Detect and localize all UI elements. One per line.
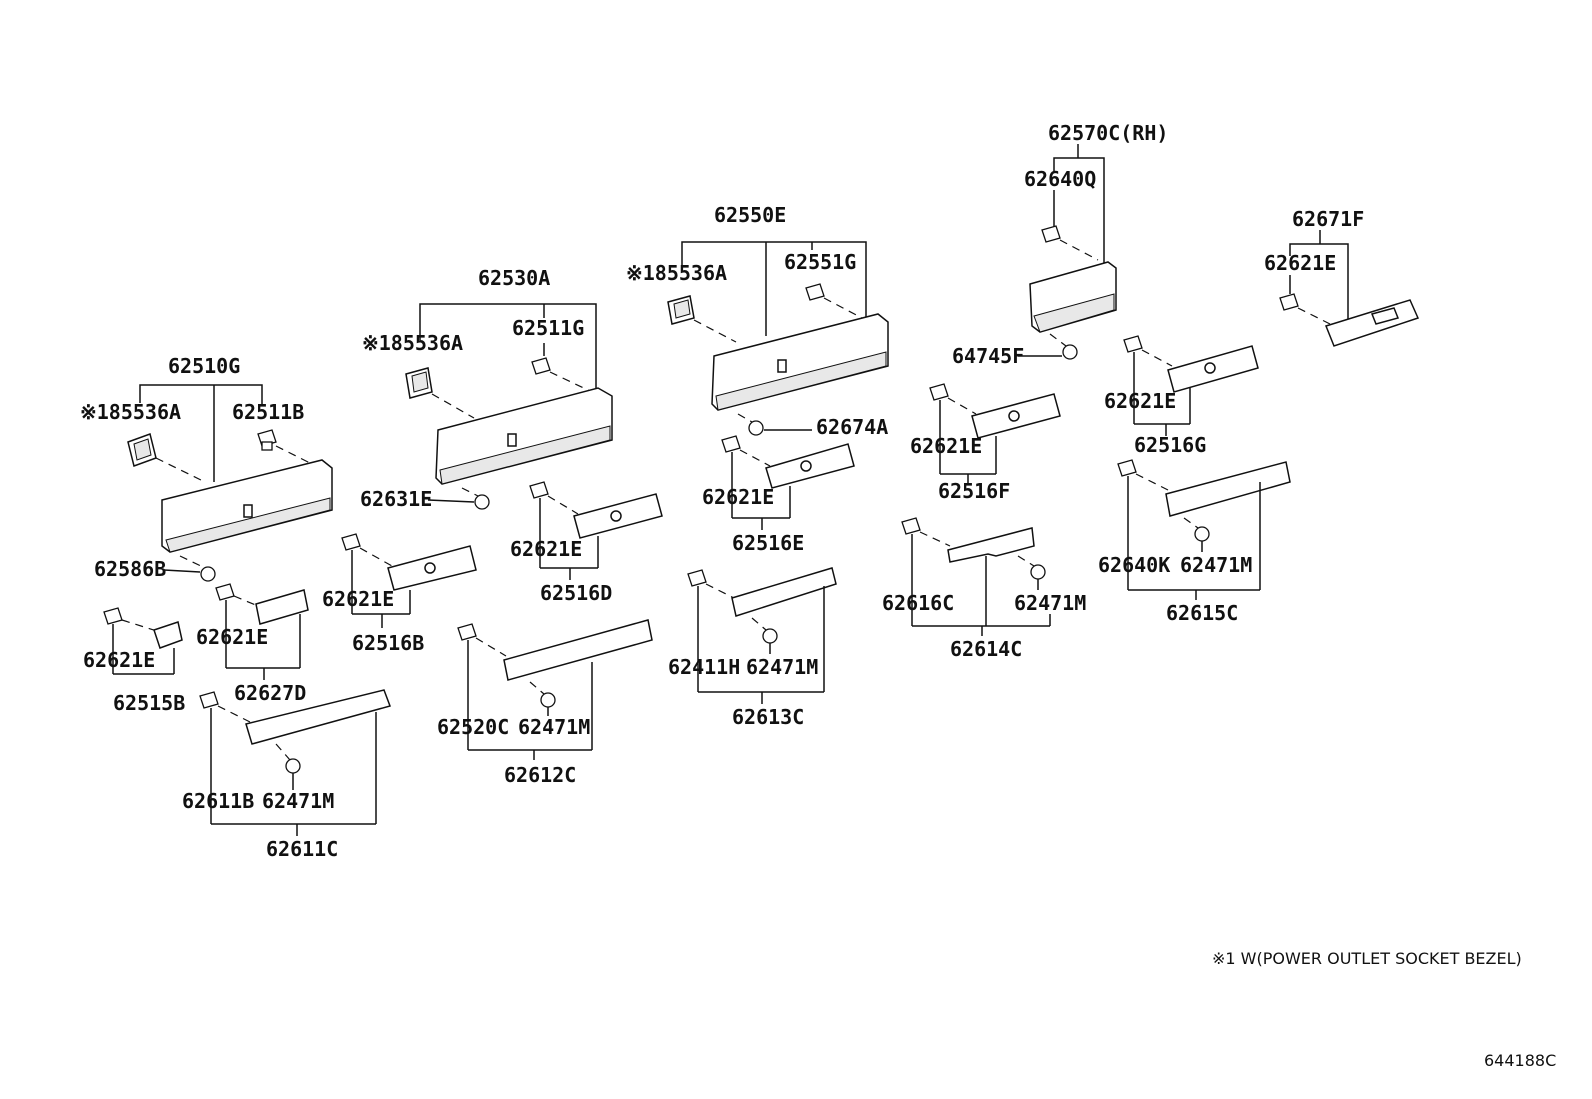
socket-bezel-part — [667, 295, 695, 325]
label-62516G: 62516G — [1134, 433, 1206, 457]
label-62611B: 62611B — [182, 789, 254, 813]
group-62612C: 62520C 62471M 62612C — [437, 619, 653, 787]
group-62550E: 62550E ※185536A 62551G 62674A — [626, 203, 889, 439]
label-62586B: 62586B — [94, 557, 166, 581]
label-62530A: 62530A — [478, 266, 550, 290]
label-62621E-a: 62621E — [83, 648, 155, 672]
label-62621E-b: 62621E — [196, 625, 268, 649]
label-62613C: 62613C — [732, 705, 804, 729]
label-62631E: 62631E — [360, 487, 432, 511]
label-62550E: 62550E — [714, 203, 786, 227]
label-62674A: 62674A — [816, 415, 888, 439]
label-62511B: 62511B — [232, 400, 304, 424]
label-62516E: 62516E — [732, 531, 804, 555]
clip-part — [257, 429, 277, 451]
label-62471M-a: 62471M — [262, 789, 334, 813]
group-62613C: 62411H 62471M 62613C — [668, 567, 837, 729]
group-62614C: 62616C 62471M 62614C — [882, 517, 1086, 661]
group-62516E: 62621E 62516E — [702, 435, 855, 555]
label-62510G: 62510G — [168, 354, 240, 378]
label-62551G: 62551G — [784, 250, 856, 274]
label-62471M-c: 62471M — [746, 655, 818, 679]
label-62621E-e: 62621E — [702, 485, 774, 509]
group-62611C: 62611B 62471M 62611C — [182, 689, 391, 861]
label-62411H: 62411H — [668, 655, 740, 679]
label-62640Q: 62640Q — [1024, 167, 1096, 191]
label-62516B: 62516B — [352, 631, 424, 655]
label-85536A-3: ※185536A — [626, 261, 727, 285]
panel-62510G — [161, 459, 333, 553]
group-62570C: 62570C(RH) 62640Q 64745F — [952, 121, 1168, 368]
label-62570C: 62570C(RH) — [1048, 121, 1168, 145]
label-62614C: 62614C — [950, 637, 1022, 661]
label-62627D: 62627D — [234, 681, 306, 705]
group-62510G: 62510G ※185536A 62511B 62586B — [80, 354, 333, 582]
label-62611C: 62611C — [266, 837, 338, 861]
panel-62570C — [1029, 261, 1117, 333]
group-62515B: 62621E 62515B — [83, 607, 185, 715]
label-62515B: 62515B — [113, 691, 185, 715]
label-62516D: 62516D — [540, 581, 612, 605]
group-62516D: 62621E 62516D — [510, 481, 663, 605]
label-85536A-2: ※185536A — [362, 331, 463, 355]
panel-62530A — [435, 387, 613, 485]
label-64745F: 64745F — [952, 344, 1024, 368]
label-62640K: 62640K — [1098, 553, 1170, 577]
label-62471M-d: 62471M — [1014, 591, 1086, 615]
label-62621E-f: 62621E — [910, 434, 982, 458]
group-62516G: 62621E 62516G — [1104, 335, 1259, 457]
socket-bezel-part — [127, 433, 157, 467]
group-62516B: 62621E 62516B — [322, 533, 477, 655]
label-85536A-1: ※185536A — [80, 400, 181, 424]
label-62621E-h: 62621E — [1104, 389, 1176, 413]
label-62520C: 62520C — [437, 715, 509, 739]
label-62615C: 62615C — [1166, 601, 1238, 625]
label-62471M-e: 62471M — [1180, 553, 1252, 577]
label-62516F: 62516F — [938, 479, 1010, 503]
label-62671F: 62671F — [1292, 207, 1364, 231]
label-62621E-g: 62621E — [1264, 251, 1336, 275]
socket-bezel-part — [405, 367, 433, 399]
group-62627D: 62621E 62627D — [196, 583, 309, 705]
label-62612C: 62612C — [504, 763, 576, 787]
group-62615C: 62640K 62471M 62615C — [1098, 459, 1291, 625]
label-62621E-c: 62621E — [322, 587, 394, 611]
panel-62550E — [711, 313, 889, 411]
group-62530A: 62530A ※185536A 62511G 62631E — [360, 266, 613, 511]
label-62616C: 62616C — [882, 591, 954, 615]
label-62471M-b: 62471M — [518, 715, 590, 739]
group-62671F: 62671F 62621E — [1264, 207, 1420, 347]
footnote: ※1 W(POWER OUTLET SOCKET BEZEL) — [1212, 949, 1522, 968]
group-62516F: 62621E 62516F — [910, 383, 1061, 503]
label-62621E-d: 62621E — [510, 537, 582, 561]
label-62511G: 62511G — [512, 316, 584, 340]
diagram-code: 644188C — [1484, 1051, 1556, 1070]
